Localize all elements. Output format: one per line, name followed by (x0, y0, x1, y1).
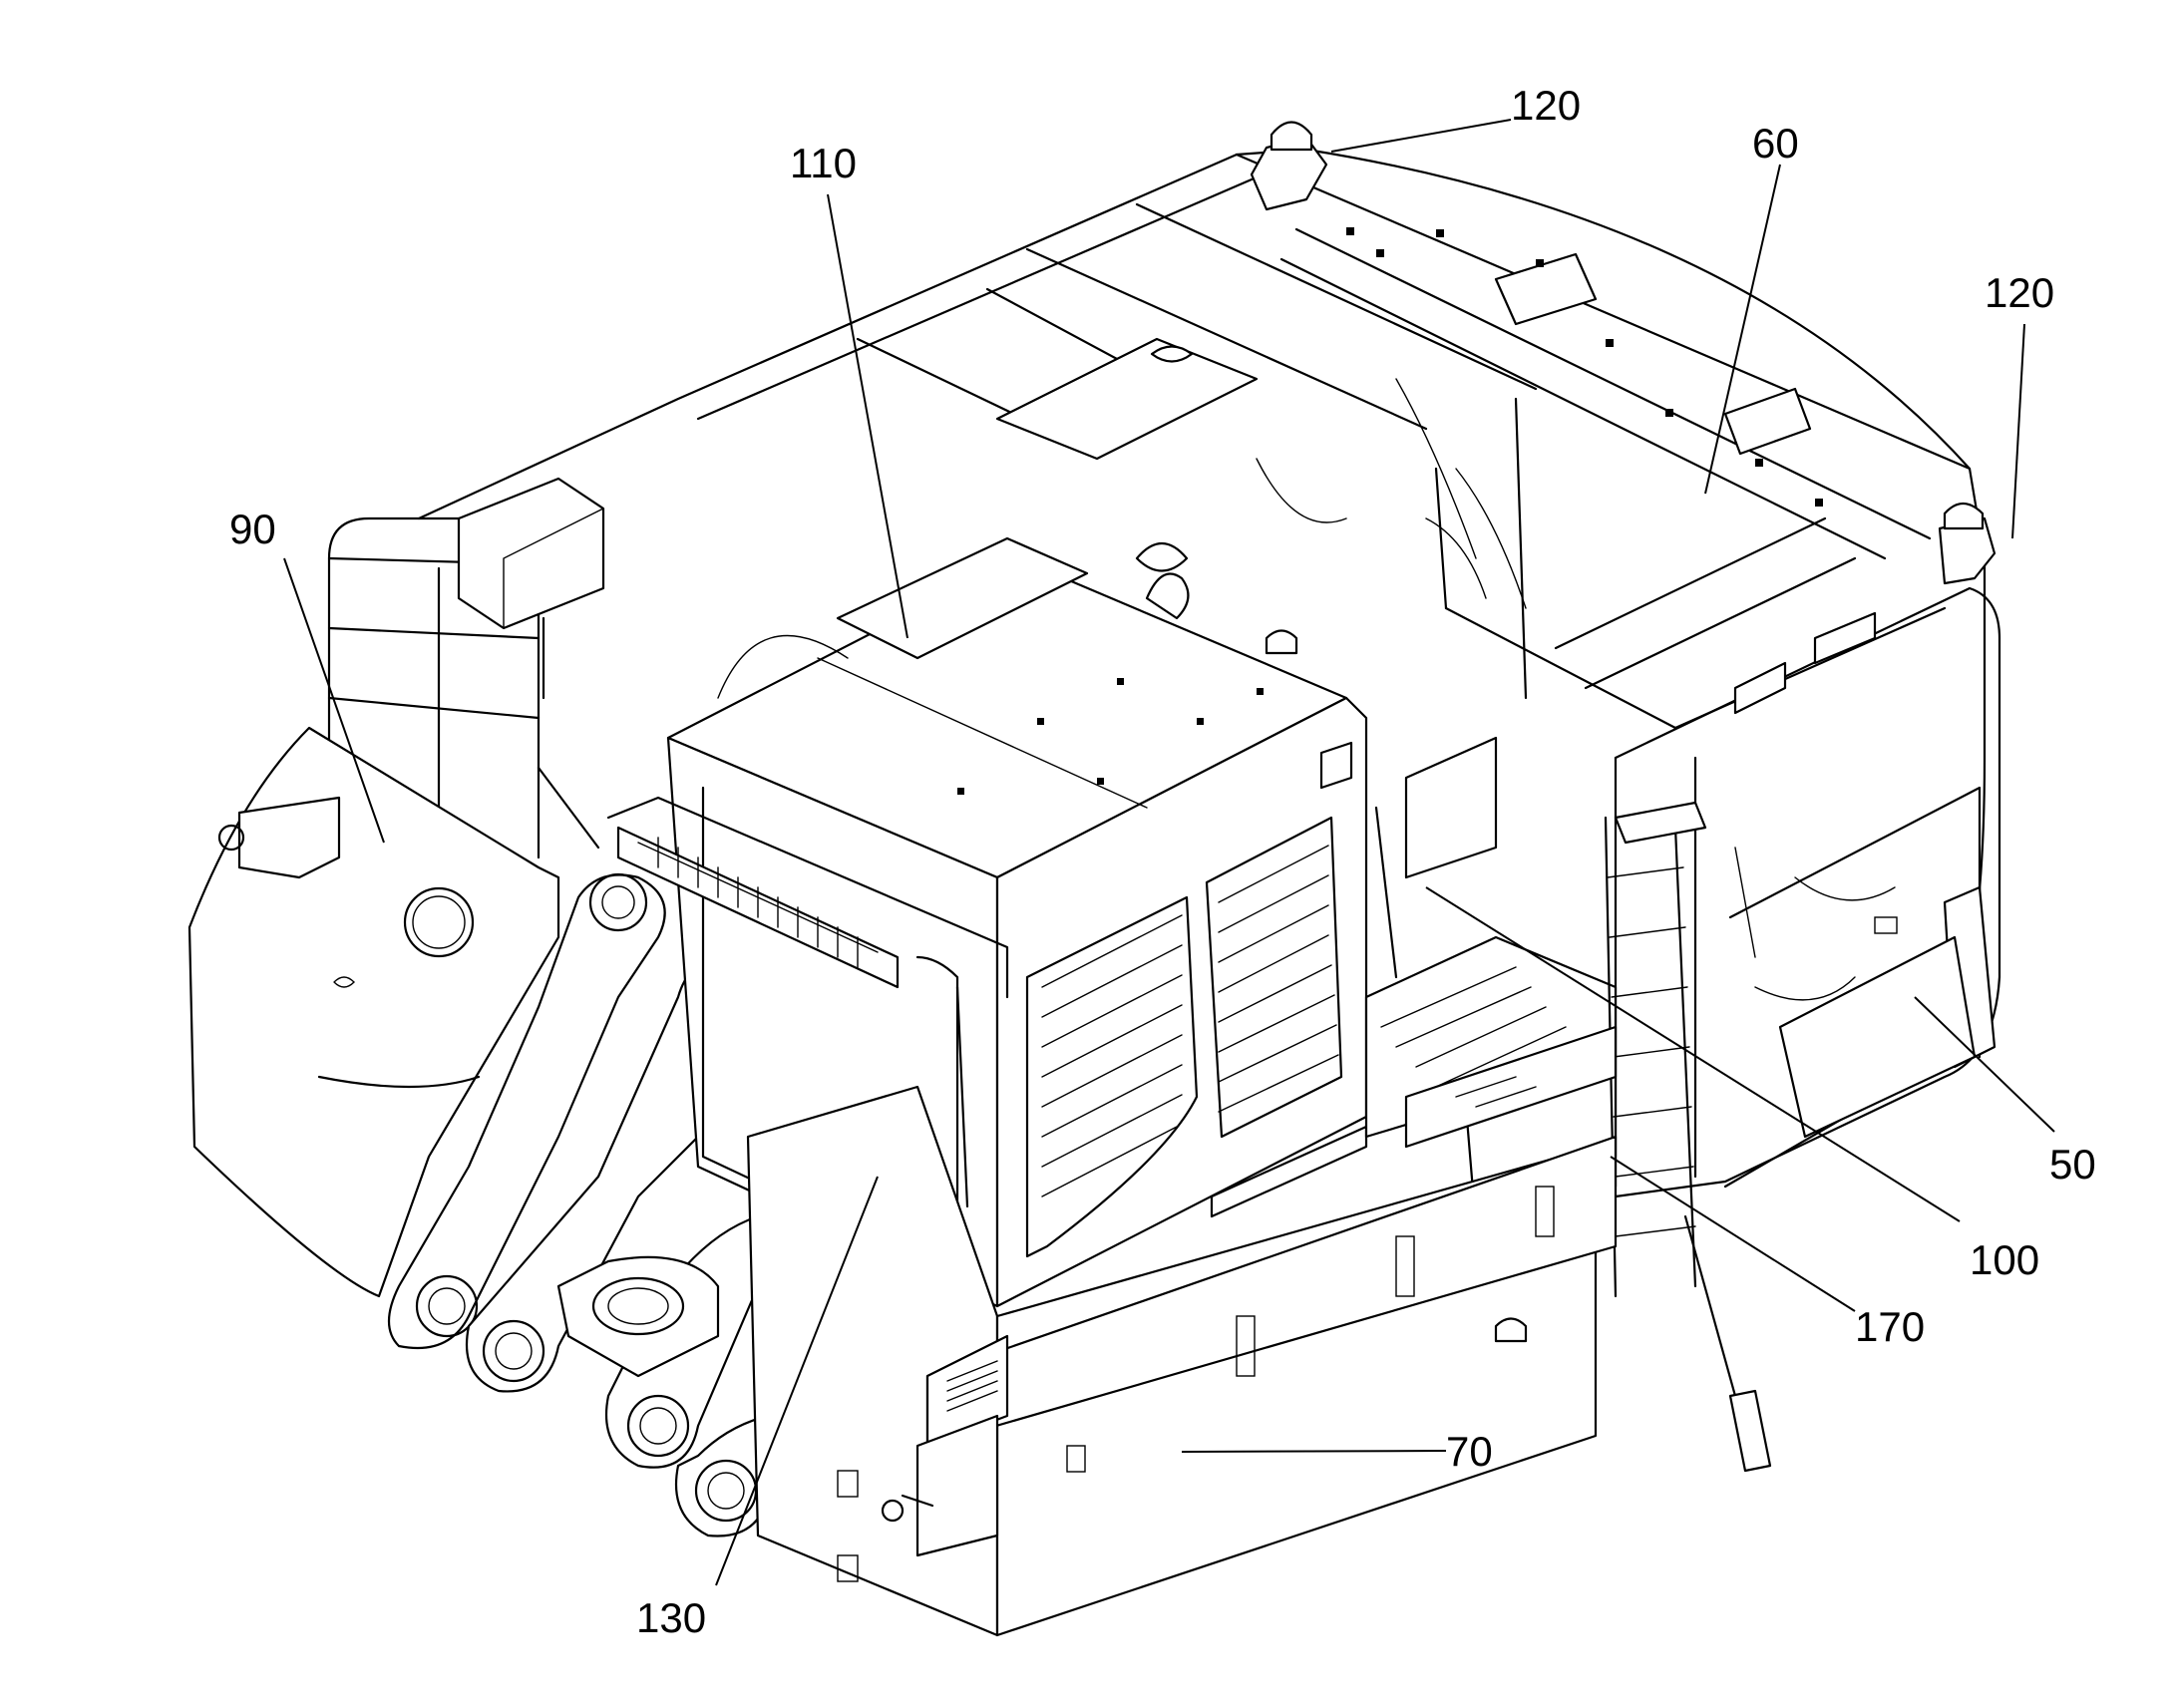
lift-arms (388, 872, 770, 1537)
callout-label-60: 60 (1752, 120, 1799, 167)
left-rail (327, 477, 605, 859)
bolt-pattern (957, 227, 1823, 795)
callout-label-120-right: 120 (1985, 269, 2054, 316)
leader-90 (283, 557, 385, 844)
leader-120-right (2011, 323, 2025, 539)
leader-130 (715, 1176, 879, 1586)
callout-label-70: 70 (1446, 1428, 1493, 1475)
leader-60 (1704, 164, 1781, 495)
callout-label-110: 110 (790, 140, 857, 186)
callout-label-50: 50 (2049, 1141, 2096, 1188)
callout-label-90: 90 (229, 506, 276, 552)
leader-100 (1425, 886, 1961, 1222)
top-equipment (717, 252, 1812, 699)
callout-label-170: 170 (1855, 1303, 1925, 1350)
callouts: 120 110 60 120 90 50 100 170 70 130 (229, 82, 2096, 1641)
left-end-casting (187, 726, 560, 1298)
operator-cab (606, 536, 1368, 1308)
rear-housing (1614, 586, 2001, 1198)
callout-label-120-top: 120 (1511, 82, 1581, 129)
beacon-lights (1250, 121, 1997, 1343)
leader-170 (1610, 1156, 1856, 1312)
callout-label-100: 100 (1970, 1236, 2039, 1283)
leader-110 (827, 193, 908, 639)
leader-50 (1914, 996, 2055, 1133)
callout-label-130: 130 (636, 1594, 706, 1641)
lower-housing (746, 1025, 1618, 1637)
leader-120-top (1330, 119, 1512, 153)
leader-70 (1181, 1450, 1447, 1453)
